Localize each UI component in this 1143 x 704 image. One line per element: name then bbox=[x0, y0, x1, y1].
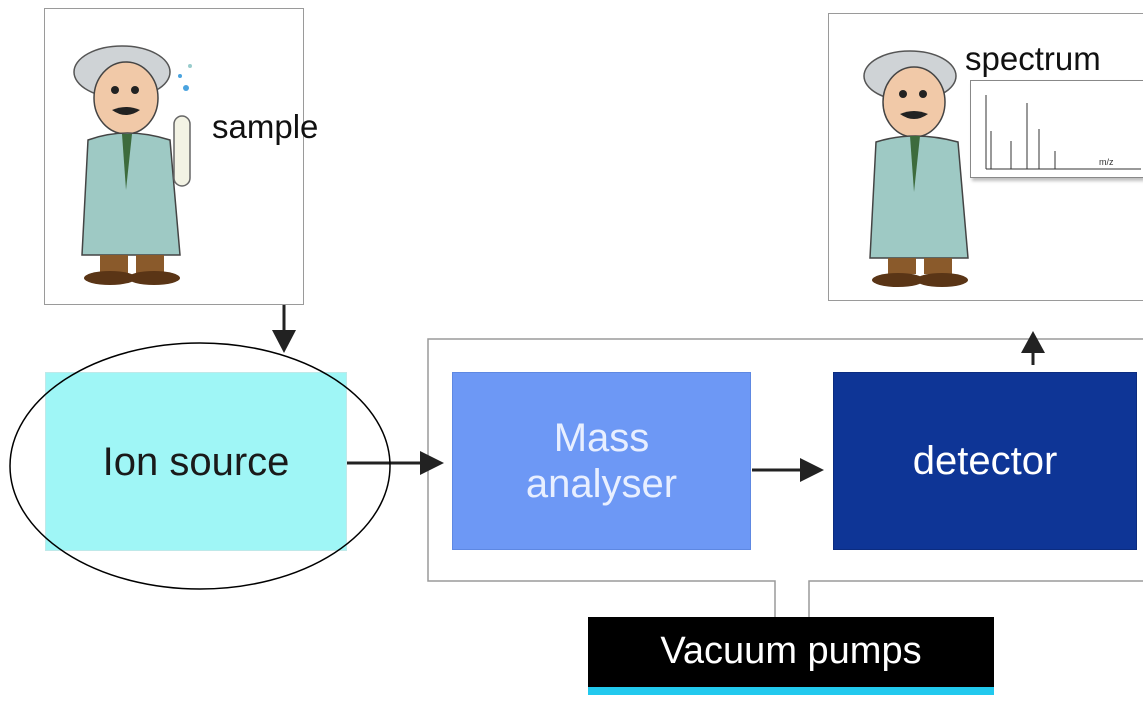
arrow-ion-source-to-analyser-head bbox=[420, 451, 444, 475]
vacuum-pumps-block: Vacuum pumps bbox=[588, 617, 994, 695]
mass-analyser-block: Mass analyser bbox=[452, 372, 751, 550]
detector-label: detector bbox=[912, 439, 1058, 483]
mini-spectrum-plot-icon: m/z bbox=[970, 80, 1143, 178]
mass-analyser-label: Mass analyser bbox=[526, 415, 677, 507]
mass-analyser-label-line1: Mass bbox=[553, 416, 650, 460]
arrow-detector-to-spectrum-head bbox=[1021, 331, 1045, 353]
arrow-analyser-to-detector-head bbox=[800, 458, 824, 482]
mini-spectrum-axis-label: m/z bbox=[1099, 157, 1114, 167]
ion-source-label: Ion source bbox=[102, 439, 290, 484]
arrow-sample-to-ion-source-head bbox=[272, 330, 296, 353]
ion-source-block: Ion source bbox=[45, 372, 347, 551]
vacuum-pumps-label: Vacuum pumps bbox=[660, 630, 922, 673]
mass-analyser-label-line2: analyser bbox=[525, 462, 678, 506]
vacuum-enclosure-outline bbox=[427, 338, 1143, 617]
sample-panel bbox=[44, 8, 304, 305]
spectrum-label: spectrum bbox=[965, 40, 1101, 77]
detector-block: detector bbox=[833, 372, 1137, 550]
sample-label: sample bbox=[212, 108, 319, 145]
